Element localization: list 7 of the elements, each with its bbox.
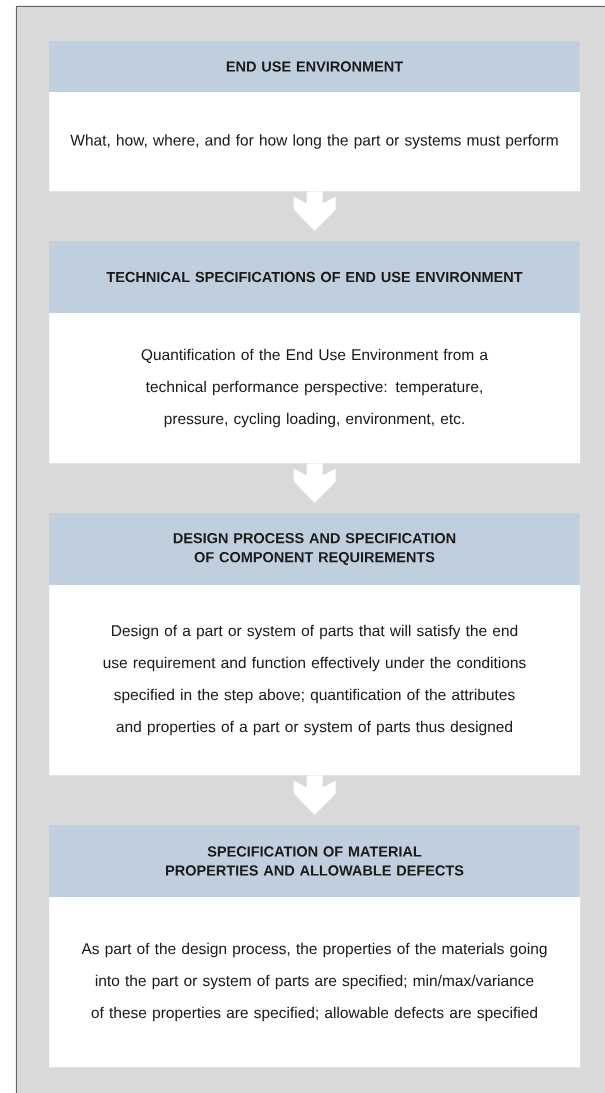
step-card: SPECIFICATION OF MATERIAL PROPERTIES AND ALLOWABLE DEFECTS As part of the design process, the properties of the materials going into the part or system of parts are specified; min/max/variance of these properties are specified; allowable defects are specified — [49, 825, 581, 1068]
step-card: TECHNICAL SPECIFICATIONS OF END USE ENVIRONMENT Quantification of the End Use Environment from a technical performance perspective: temperature, pressure, cycling loading, environment, etc. — [49, 241, 581, 464]
step-card: END USE ENVIRONMENT What, how, where, and for how long the part or systems must perform — [49, 41, 581, 192]
chevron-arrow — [293, 775, 336, 815]
chevron-arrow — [293, 191, 336, 231]
step-card: DESIGN PROCESS AND SPECIFICATION OF COMPONENT REQUIREMENTS Design of a part or system of parts that will satisfy the end use requirement and function effectively under the conditions specified in the step above; quantification of the attributes and properties of a part or system of parts thus designed — [49, 513, 581, 776]
chevron-arrow — [293, 463, 336, 503]
